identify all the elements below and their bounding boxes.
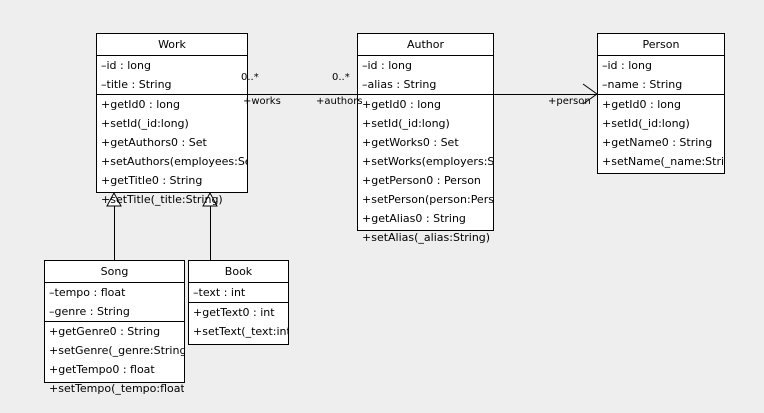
association-line-author-person[interactable] (494, 94, 597, 95)
multiplicity-work-side: 0..* (241, 72, 259, 83)
operation-row: +getName0 : String (602, 136, 713, 149)
multiplicity-author-side: 0..* (332, 72, 350, 83)
operation-row: +getGenre0 : String (49, 325, 161, 338)
operations-compartment-work: +getId0 : long +setId(_id:long) +getAuth… (97, 95, 247, 209)
operation-row: +getAuthors0 : Set (101, 136, 207, 149)
operation-row: +setPerson(person:Person) (362, 193, 493, 206)
operation-row: +getWorks0 : Set (362, 136, 459, 149)
attribute-row: –title : String (101, 78, 172, 91)
operations-compartment-person: +getId0 : long +setId(_id:long) +getName… (598, 95, 724, 171)
operation-row: +setTitle(_title:String) (101, 193, 223, 206)
operation-row: +setAuthors(employees:Set) (101, 155, 247, 168)
attribute-row: –id : long (101, 59, 151, 72)
class-box-author[interactable]: Author –id : long –alias : String +getId… (357, 33, 494, 244)
class-name-song: Song (45, 261, 184, 283)
role-person: +person (548, 96, 591, 107)
class-box-work[interactable]: Work –id : long –title : String +getId0 … (96, 33, 248, 206)
generalization-line-book-work[interactable] (210, 205, 211, 260)
operation-row: +setAlias(_alias:String) (362, 231, 491, 244)
class-box-book[interactable]: Book –text : int +getText0 : int +setTex… (188, 260, 289, 345)
operation-row: +setWorks(employers:Set) (362, 155, 493, 168)
attribute-row: –alias : String (362, 78, 437, 91)
operation-row: +setText(_text:int) (193, 325, 288, 338)
attribute-row: –tempo : float (49, 286, 126, 299)
attributes-compartment-book: –text : int (189, 283, 288, 303)
role-authors: +authors (316, 96, 363, 107)
attribute-row: –text : int (193, 286, 246, 299)
role-works: +works (243, 96, 281, 107)
class-name-author: Author (358, 34, 493, 56)
operation-row: +setId(_id:long) (101, 117, 189, 130)
operation-row: +getTempo0 : float (49, 363, 155, 376)
operation-row: +getId0 : long (101, 98, 180, 111)
attribute-row: –id : long (362, 59, 412, 72)
operation-row: +getTitle0 : String (101, 174, 203, 187)
operation-row: +setName(_name:String) (602, 155, 724, 168)
operations-compartment-author: +getId0 : long +setId(_id:long) +getWork… (358, 95, 493, 247)
operation-row: +setTempo(_tempo:float) (49, 382, 184, 395)
operation-row: +setId(_id:long) (362, 117, 450, 130)
generalization-line-song-work[interactable] (114, 205, 115, 260)
attribute-row: –genre : String (49, 305, 130, 318)
attributes-compartment-author: –id : long –alias : String (358, 56, 493, 95)
attributes-compartment-song: –tempo : float –genre : String (45, 283, 184, 322)
class-box-person[interactable]: Person –id : long –name : String +getId0… (597, 33, 725, 174)
operations-compartment-book: +getText0 : int +setText(_text:int) (189, 303, 288, 341)
attributes-compartment-work: –id : long –title : String (97, 56, 247, 95)
association-line-work-author[interactable] (248, 94, 357, 95)
operation-row: +getId0 : long (602, 98, 681, 111)
attribute-row: –name : String (602, 78, 683, 91)
class-box-song[interactable]: Song –tempo : float –genre : String +get… (44, 260, 185, 395)
attributes-compartment-person: –id : long –name : String (598, 56, 724, 95)
operation-row: +setId(_id:long) (602, 117, 690, 130)
operation-row: +getText0 : int (193, 306, 275, 319)
operation-row: +setGenre(_genre:String) (49, 344, 184, 357)
operations-compartment-song: +getGenre0 : String +setGenre(_genre:Str… (45, 322, 184, 398)
class-name-book: Book (189, 261, 288, 283)
operation-row: +getPerson0 : Person (362, 174, 481, 187)
class-name-person: Person (598, 34, 724, 56)
operation-row: +getAlias0 : String (362, 212, 466, 225)
attribute-row: –id : long (602, 59, 652, 72)
class-name-work: Work (97, 34, 247, 56)
operation-row: +getId0 : long (362, 98, 441, 111)
